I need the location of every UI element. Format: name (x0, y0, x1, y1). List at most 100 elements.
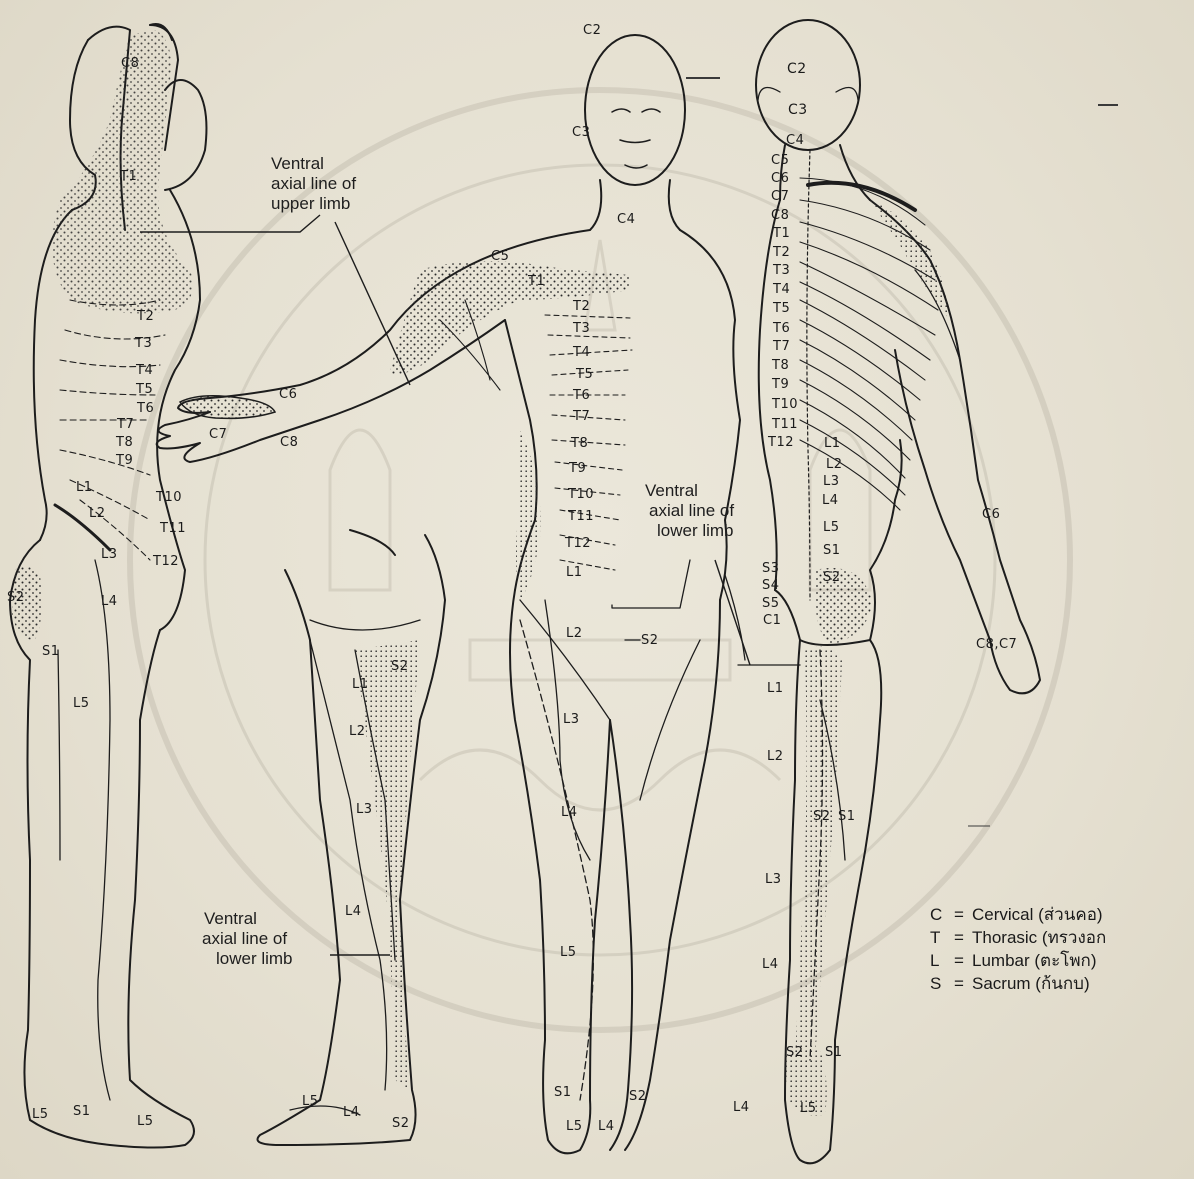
medial-label-l1: L1 (352, 678, 369, 691)
lateral-label-s1-foot: S1 (73, 1105, 91, 1118)
arm-label-c7: C7 (209, 428, 227, 441)
posterior-label-l5: L5 (823, 521, 840, 534)
lateral-label-t2: T2 (137, 310, 154, 323)
anterior-label-t2: T2 (573, 300, 590, 313)
arm-label-c6: C6 (279, 388, 297, 401)
posterior-label-l2: L2 (826, 458, 843, 471)
medial-label-l5: L5 (302, 1095, 319, 1108)
legend-meaning: Thorasic (ทรวงอก (972, 928, 1106, 947)
anterior-label-l4-foot: L4 (598, 1120, 615, 1133)
posterior-label-t6: T6 (773, 322, 790, 335)
posterior-label-l4-leg: L4 (762, 958, 779, 971)
lateral-label-l3: L3 (101, 548, 118, 561)
annotation-line: lower limb (216, 949, 293, 969)
arm-label-c8: C8 (280, 436, 298, 449)
legend-row: L=Lumbar (ตะโพก) (930, 949, 1106, 972)
posterior-label-c6: C6 (771, 172, 789, 185)
anterior-label-s1: S1 (554, 1086, 572, 1099)
annotation-lower-limb-axial-line-medial: Ventral axial line of lower limb (204, 909, 293, 969)
posterior-label-l3: L3 (823, 475, 840, 488)
annotation-line: Ventral (271, 154, 356, 174)
lateral-label-l5-foot-b: L5 (137, 1115, 154, 1128)
anterior-label-l5: L5 (560, 946, 577, 959)
posterior-label-s5: S5 (762, 597, 780, 610)
hand-shaded (180, 396, 275, 419)
posterior-label-s1: S1 (823, 544, 841, 557)
legend-equals: = (946, 903, 972, 926)
anterior-label-l4: L4 (561, 806, 578, 819)
legend-row: C=Cervical (ส่วนคอ) (930, 903, 1106, 926)
anterior-label-t8: T8 (571, 437, 588, 450)
posterior-label-s1-leg: S1 (838, 810, 856, 823)
lateral-label-s2: S2 (7, 591, 25, 604)
legend-row: T=Thorasic (ทรวงอก (930, 926, 1106, 949)
posterior-label-c7: C7 (771, 190, 789, 203)
anterior-label-t3: T3 (573, 322, 590, 335)
posterior-label-t2: T2 (773, 246, 790, 259)
posterior-label-c6-arm: C6 (982, 508, 1000, 521)
posterior-label-t12: T12 (768, 436, 794, 449)
lateral-label-t5: T5 (136, 383, 153, 396)
legend-equals: = (946, 926, 972, 949)
posterior-label-t1: T1 (773, 227, 790, 240)
posterior-label-t5: T5 (773, 302, 790, 315)
posterior-label-t7: T7 (773, 340, 790, 353)
lateral-label-t7: T7 (117, 418, 134, 431)
lateral-label-t9: T9 (116, 454, 133, 467)
lateral-label-t11: T11 (160, 522, 186, 535)
annotation-lower-limb-axial-line-anterior: Ventral axial line of lower limb (645, 481, 734, 541)
posterior-label-l4: L4 (822, 494, 839, 507)
anterior-label-l5-foot: L5 (566, 1120, 583, 1133)
anterior-label-t1: T1 (528, 275, 545, 288)
anterior-arm-stipple (390, 261, 630, 374)
medial-leg-stipple (355, 640, 420, 1090)
annotation-line: upper limb (271, 194, 356, 214)
legend-code: T (930, 926, 946, 949)
posterior-leg-stipple (795, 647, 842, 1070)
medial-label-s2-foot: S2 (392, 1117, 410, 1130)
medial-label-l2: L2 (349, 725, 366, 738)
lateral-label-t10: T10 (156, 491, 182, 504)
anterior-label-t9: T9 (569, 462, 586, 475)
posterior-label-c3: C3 (788, 104, 808, 117)
posterior-label-c5: C5 (771, 154, 789, 167)
posterior-label-c8: C8 (771, 209, 789, 222)
posterior-label-s4: S4 (762, 579, 780, 592)
posterior-label-s1-heel: S1 (825, 1046, 843, 1059)
anterior-label-t7: T7 (573, 410, 590, 423)
annotation-line: Ventral (645, 481, 734, 501)
posterior-label-s2: S2 (823, 571, 841, 584)
lateral-label-l1: L1 (76, 481, 93, 494)
lateral-label-t1: T1 (120, 170, 137, 183)
posterior-label-s3: S3 (762, 562, 780, 575)
lateral-label-l4: L4 (101, 595, 118, 608)
anterior-label-t6: T6 (573, 389, 590, 402)
legend-meaning: Sacrum (ก้นกบ) (972, 974, 1090, 993)
posterior-label-s2-leg: S2 (813, 810, 831, 823)
annotation-upper-limb-axial-line: Ventral axial line of upper limb (271, 154, 356, 214)
anterior-label-c4: C4 (617, 213, 635, 226)
medial-label-l4-foot: L4 (343, 1106, 360, 1119)
legend-code: S (930, 972, 946, 995)
legend-equals: = (946, 949, 972, 972)
anterior-body-figure (157, 35, 740, 1153)
posterior-label-t10: T10 (772, 398, 798, 411)
lateral-label-t4: T4 (136, 364, 153, 377)
annotation-line: axial line of (645, 501, 734, 521)
watermark-seal (130, 90, 1070, 1030)
lateral-label-t12: T12 (153, 555, 179, 568)
lateral-label-c8: C8 (121, 57, 139, 70)
posterior-label-c8c7-hand: C8,C7 (976, 638, 1017, 651)
legend-meaning: Lumbar (ตะโพก) (972, 951, 1097, 970)
posterior-label-t4: T4 (773, 283, 790, 296)
posterior-label-t9: T9 (772, 378, 789, 391)
anterior-label-l2: L2 (566, 627, 583, 640)
posterior-label-c2: C2 (787, 63, 807, 76)
anterior-label-t4: T4 (573, 346, 590, 359)
anterior-label-l3: L3 (563, 713, 580, 726)
medial-leg-figure (258, 530, 446, 1145)
annotation-line: axial line of (202, 929, 293, 949)
anterior-trunk-stipple (516, 430, 541, 600)
legend-code: C (930, 903, 946, 926)
posterior-label-l1: L1 (824, 437, 841, 450)
